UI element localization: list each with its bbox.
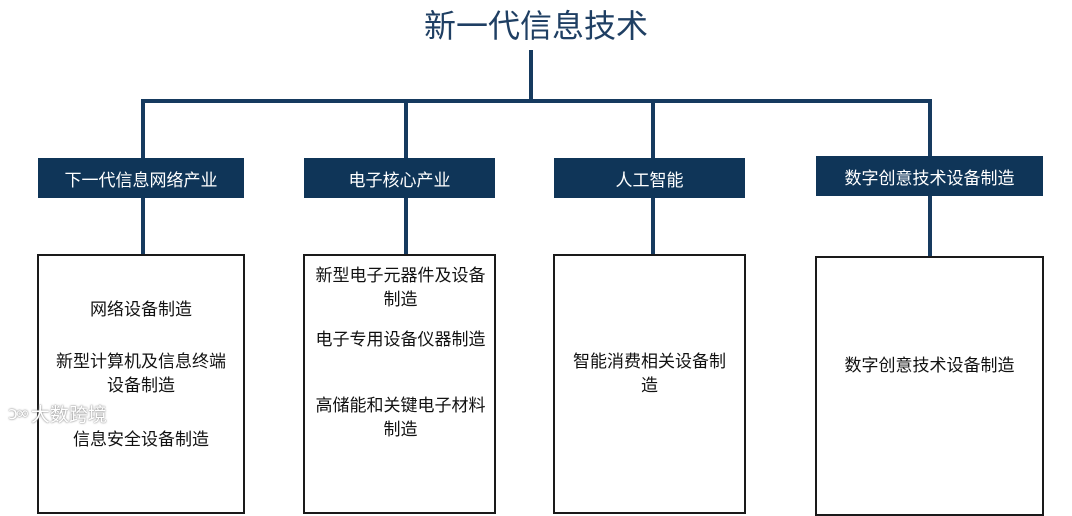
branch-connector-3 <box>651 101 655 158</box>
root-connector <box>529 50 533 102</box>
items-box-ai: 智能消费相关设备制造 <box>553 254 746 514</box>
branch-connector-2 <box>404 101 408 158</box>
item-text: 数字创意技术设备制造 <box>844 356 1015 376</box>
item-text: 智能消费相关设备制造 <box>573 352 726 396</box>
items-box-digital-creative: 数字创意技术设备制造 <box>815 256 1044 516</box>
items-box-electronics-core: 新型电子元器件及设备制造 电子专用设备仪器制造 高储能和关键电子材料制造 <box>303 254 496 514</box>
item-text: 新型电子元器件及设备制造 <box>315 266 486 310</box>
item-text: 电子专用设备仪器制造 <box>315 330 486 350</box>
item-text: 新型计算机及信息终端设备制造 <box>56 352 226 396</box>
watermark-logo-icon: ↄ∞ <box>8 403 30 424</box>
horizontal-bus <box>141 99 932 103</box>
branch-connector-1 <box>141 101 145 158</box>
child-connector-1 <box>141 196 145 254</box>
branch-connector-4 <box>928 101 932 156</box>
item-text: 信息安全设备制造 <box>73 430 209 450</box>
item-text: 高储能和关键电子材料制造 <box>315 396 486 440</box>
item-text: 网络设备制造 <box>90 300 192 320</box>
watermark-text: 大数跨境 <box>30 404 107 426</box>
category-node-ai: 人工智能 <box>554 158 745 198</box>
watermark: ↄ∞ 大数跨境 <box>8 400 107 427</box>
category-node-electronics-core: 电子核心产业 <box>304 158 495 198</box>
diagram-title: 新一代信息技术 <box>423 7 648 45</box>
child-connector-2 <box>404 196 408 254</box>
category-node-digital-creative: 数字创意技术设备制造 <box>816 156 1043 196</box>
category-node-next-gen-network: 下一代信息网络产业 <box>38 158 244 198</box>
items-box-next-gen-network: 网络设备制造 新型计算机及信息终端设备制造 信息安全设备制造 <box>37 254 245 514</box>
child-connector-3 <box>651 196 655 254</box>
child-connector-4 <box>928 194 932 256</box>
